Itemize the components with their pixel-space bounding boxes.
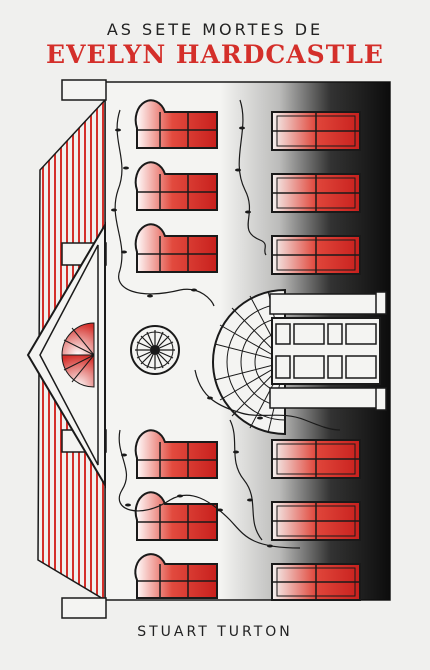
window-rect	[271, 563, 361, 601]
window-rect	[271, 501, 361, 541]
window-rect	[271, 439, 361, 479]
window-rect	[271, 111, 361, 151]
window-arched	[134, 491, 218, 541]
window-arched	[134, 553, 218, 599]
window-arched	[134, 429, 218, 479]
rose-window	[130, 325, 180, 375]
left-arched-windows	[134, 99, 218, 599]
pediment	[26, 221, 106, 489]
entrance	[211, 288, 387, 436]
vine-leaves	[111, 126, 273, 548]
window-rect	[271, 235, 361, 275]
cover-subtitle: AS SETE MORTES DE	[106, 20, 324, 39]
window-arched	[134, 99, 218, 149]
window-arched	[134, 223, 218, 273]
right-windows	[271, 111, 361, 601]
cover-author: STUART TURTON	[137, 624, 293, 640]
window-arched	[134, 161, 218, 211]
window-rect	[271, 173, 361, 213]
cover-title: EVELYN HARDCASTLE	[46, 40, 384, 69]
